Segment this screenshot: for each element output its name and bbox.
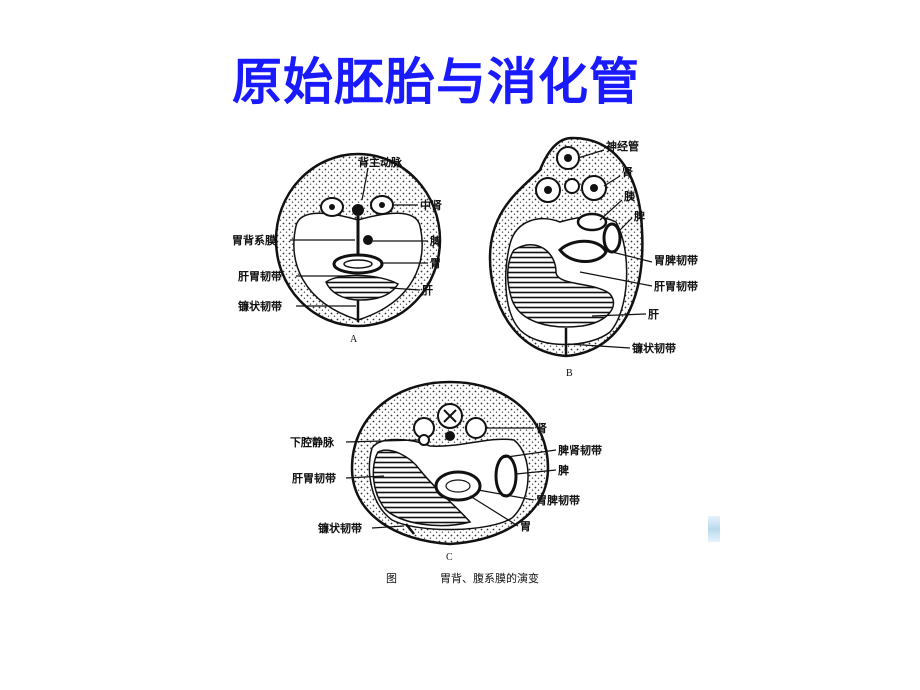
panel-c-ivc bbox=[418, 434, 430, 446]
label-b-neural-tube: 神经管 bbox=[606, 139, 639, 153]
label-a-liver: 肝 bbox=[422, 284, 433, 297]
label-a-dorsal-aorta: 背主动脉 bbox=[358, 155, 403, 169]
label-c-gastrosplenic: 胃脾韧带 bbox=[536, 493, 580, 507]
panel-c-falciform bbox=[405, 523, 415, 535]
panel-b-pancreas bbox=[576, 212, 608, 232]
label-c-hepatogastric: 肝胃韧带 bbox=[292, 471, 336, 485]
label-a-spleen: 脾 bbox=[430, 234, 441, 248]
panel-b-kidneys bbox=[535, 175, 607, 203]
panel-a-stomach bbox=[332, 253, 384, 275]
panel-c-letter: C bbox=[446, 552, 453, 563]
label-a-stomach: 胃 bbox=[430, 257, 441, 270]
label-b-falciform: 镰状韧带 bbox=[632, 341, 676, 355]
label-b-hepatogastric: 肝胃韧带 bbox=[654, 279, 698, 293]
label-c-ivc: 下腔静脉 bbox=[290, 435, 335, 449]
label-c-spleen: 脾 bbox=[558, 463, 569, 477]
panel-b-spleen bbox=[602, 222, 622, 254]
panel-a-spleen bbox=[363, 235, 373, 245]
label-b-kidney: 肾 bbox=[622, 165, 633, 179]
label-a-mesonephros: 中肾 bbox=[420, 198, 442, 212]
panel-a-letter: A bbox=[350, 334, 358, 345]
label-a-dorsal-mesogastrium: 胃背系膜 bbox=[232, 233, 276, 247]
panel-c-stomach bbox=[434, 470, 482, 502]
panel-b-stomach bbox=[558, 239, 608, 263]
caption-prefix: 图 bbox=[386, 572, 397, 585]
panel-a-kidneys bbox=[320, 195, 394, 217]
label-b-spleen: 脾 bbox=[634, 209, 645, 223]
label-c-falciform: 镰状韧带 bbox=[318, 521, 362, 535]
label-b-gastrosplenic: 胃脾韧带 bbox=[654, 253, 698, 267]
label-c-kidney: 肾 bbox=[536, 421, 547, 435]
panel-c-neural-tube bbox=[437, 403, 463, 429]
label-a-falciform: 镰状韧带 bbox=[238, 299, 282, 313]
slide-edge-mark bbox=[708, 516, 720, 542]
label-b-pancreas: 胰 bbox=[623, 189, 635, 203]
panel-b-neural-tube bbox=[556, 146, 580, 170]
label-b-liver: 肝 bbox=[648, 308, 659, 321]
panel-c-spleen bbox=[494, 454, 518, 498]
panel-b-liver bbox=[507, 244, 615, 328]
panel-c: 下腔静脉 肾 脾肾韧带 肝胃韧带 脾 胃脾韧带 镰状韧带 胃 C bbox=[290, 380, 602, 563]
panel-b: 神经管 肾 胰 脾 胃脾韧带 肝胃韧带 肝 镰状韧带 B bbox=[488, 136, 698, 379]
panel-b-letter: B bbox=[566, 368, 573, 379]
label-c-splenorenal: 脾肾韧带 bbox=[558, 443, 602, 457]
panel-a-liver bbox=[325, 274, 400, 301]
panel-c-liver bbox=[372, 449, 472, 527]
page-title: 原始胚胎与消化管 bbox=[232, 53, 640, 111]
caption-text: 胃背、腹系膜的演变 bbox=[440, 571, 539, 585]
panel-c-kidneys bbox=[413, 417, 487, 441]
label-a-hepatogastric: 肝胃韧带 bbox=[238, 269, 282, 283]
label-c-stomach: 胃 bbox=[520, 520, 531, 533]
panel-a: 背主动脉 中肾 胃背系膜 脾 胃 肝胃韧带 肝 镰状韧带 A bbox=[232, 152, 442, 345]
